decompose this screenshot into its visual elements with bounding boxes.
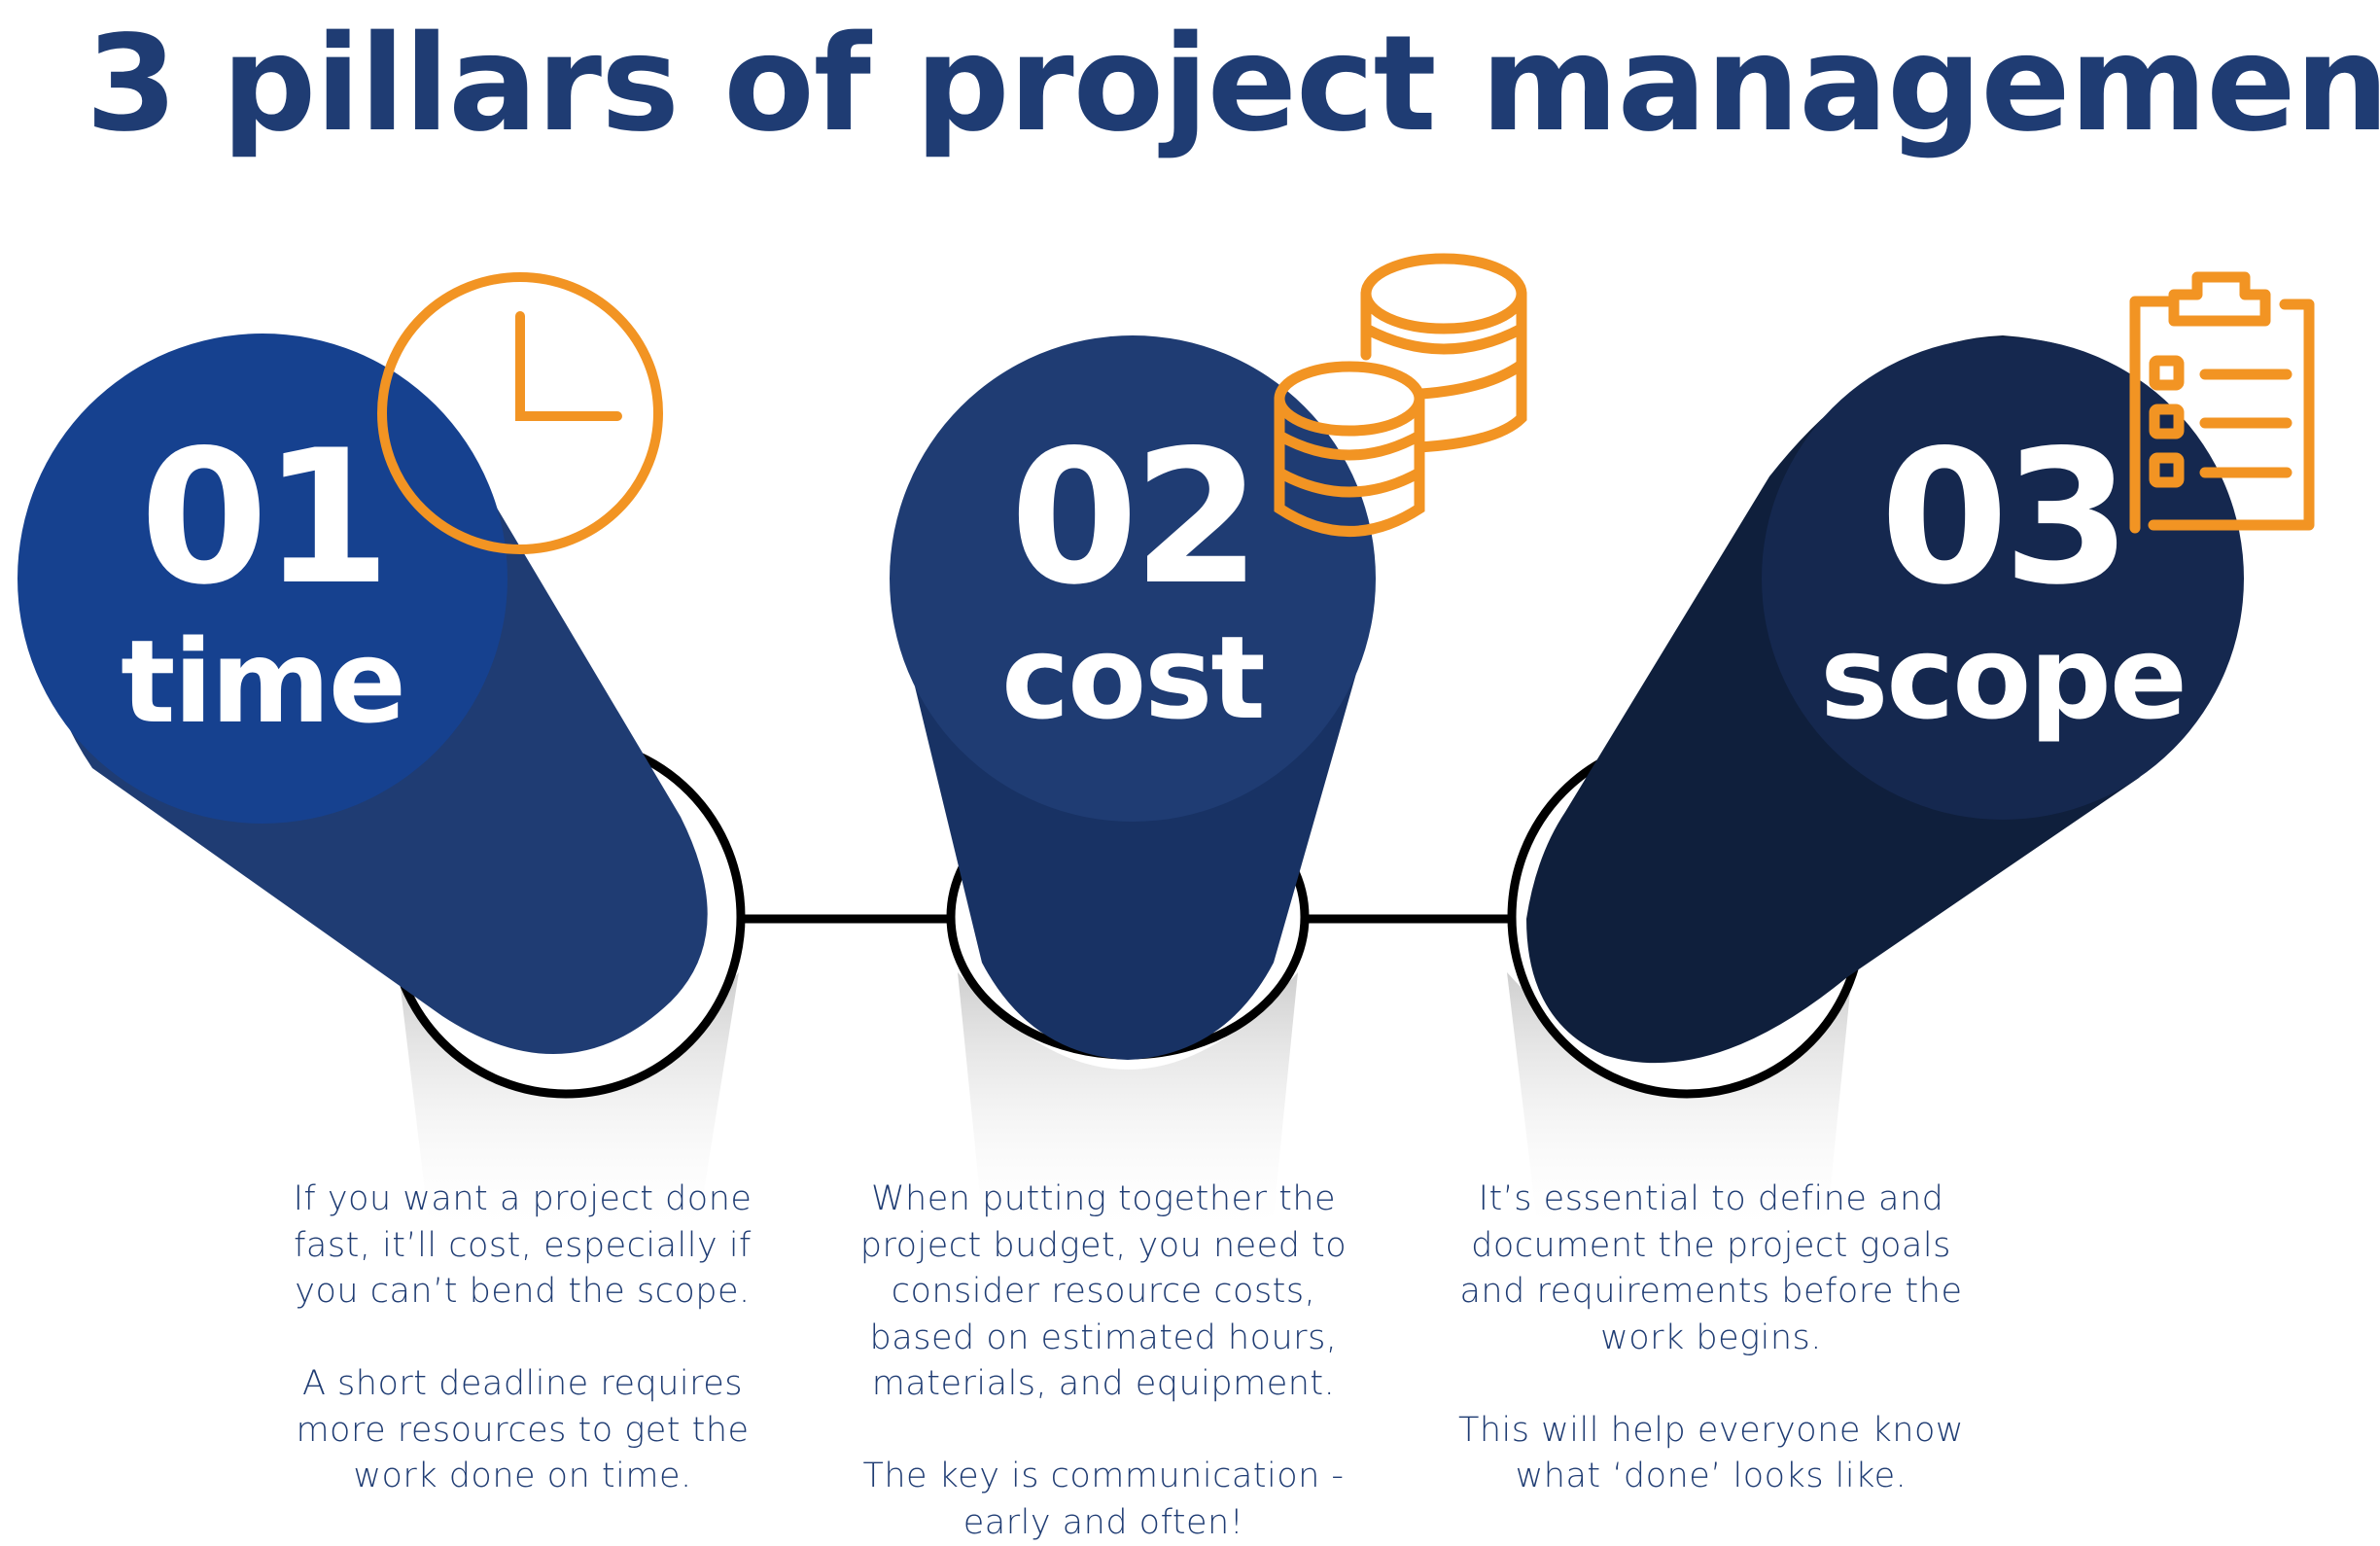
page-title: 3 pillars of project management	[86, 8, 2380, 161]
clipboard-checklist-icon	[2129, 271, 2315, 534]
pillar-time-description: If you want a project done fast, it’ll c…	[262, 1177, 783, 1500]
clock-icon	[377, 272, 663, 554]
description-paragraph: A short deadline requires more resources…	[296, 1364, 750, 1495]
pillar-time-label: 01 time	[107, 410, 418, 749]
pillar-name: scope	[1820, 611, 2188, 745]
pillar-name: time	[121, 615, 406, 749]
pillar-number: 03	[1879, 410, 2131, 625]
pillar-number: 02	[1009, 410, 1261, 625]
pillar-cost	[890, 335, 1376, 1060]
description-paragraph: When putting together the project budget…	[859, 1179, 1348, 1403]
pillar-name: cost	[1001, 611, 1266, 745]
pillar-number: 01	[139, 410, 391, 625]
pillar-scope-description: It’s essential to define and document th…	[1439, 1177, 1983, 1500]
pillar-scope	[1526, 335, 2244, 1064]
pillar-cost-description: When putting together the project budget…	[841, 1177, 1366, 1546]
pillar-scope-label: 03 scope	[1818, 410, 2188, 745]
pillar-cost-label: 02 cost	[967, 410, 1298, 745]
ring-shadows	[399, 972, 1852, 1240]
description-paragraph: It’s essential to define and document th…	[1459, 1179, 1963, 1357]
coins-icon	[1274, 253, 1527, 537]
description-paragraph: This will help everyone know what ‘done’…	[1458, 1410, 1964, 1496]
description-paragraph: The key is communication - early and oft…	[862, 1457, 1345, 1542]
description-paragraph: If you want a project done fast, it’ll c…	[293, 1179, 752, 1311]
